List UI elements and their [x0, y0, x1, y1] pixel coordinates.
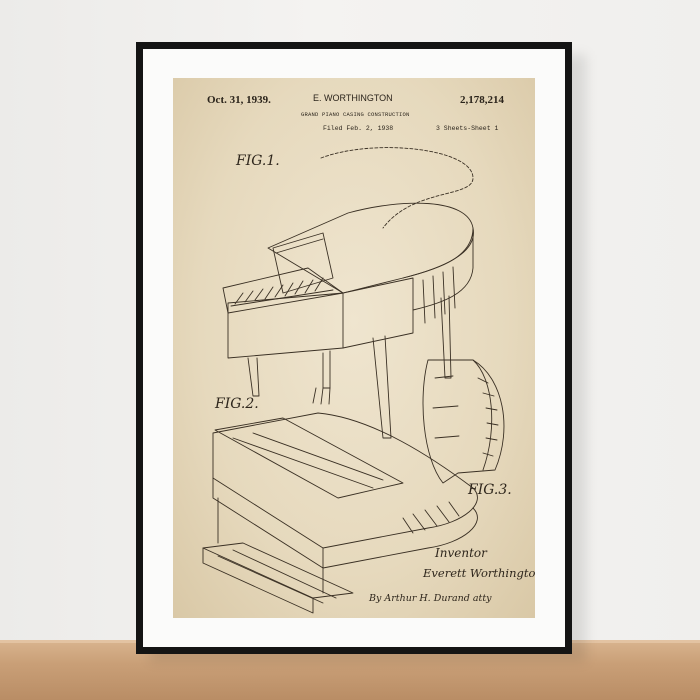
poster-frame: Oct. 31, 1939. E. WORTHINGTON 2,178,214 …	[136, 42, 572, 654]
sheet-count: 3 Sheets-Sheet 1	[436, 125, 499, 132]
inventor-header: E. WORTHINGTON	[313, 93, 393, 103]
figure-3-label: FIG.3.	[468, 482, 512, 498]
attorney-signature: By Arthur H. Durand atty	[369, 593, 492, 604]
patent-date: Oct. 31, 1939.	[207, 94, 271, 106]
patent-number: 2,178,214	[460, 94, 504, 106]
filed-date: Filed Feb. 2, 1938	[323, 125, 394, 132]
poster-mat: Oct. 31, 1939. E. WORTHINGTON 2,178,214 …	[143, 49, 565, 647]
inventor-signature: Everett Worthington	[423, 566, 535, 580]
fig3-rim-drawing	[422, 359, 505, 484]
figure-2-label: FIG.2.	[215, 396, 259, 412]
inventor-label: Inventor	[435, 546, 487, 560]
fig2-casing-drawing	[202, 412, 478, 614]
patent-paper: Oct. 31, 1939. E. WORTHINGTON 2,178,214 …	[173, 78, 535, 618]
patent-drawing	[202, 147, 505, 614]
figure-1-label: FIG.1.	[236, 153, 280, 169]
patent-title: GRAND PIANO CASING CONSTRUCTION	[301, 111, 410, 118]
fig1-piano-drawing	[222, 147, 474, 439]
